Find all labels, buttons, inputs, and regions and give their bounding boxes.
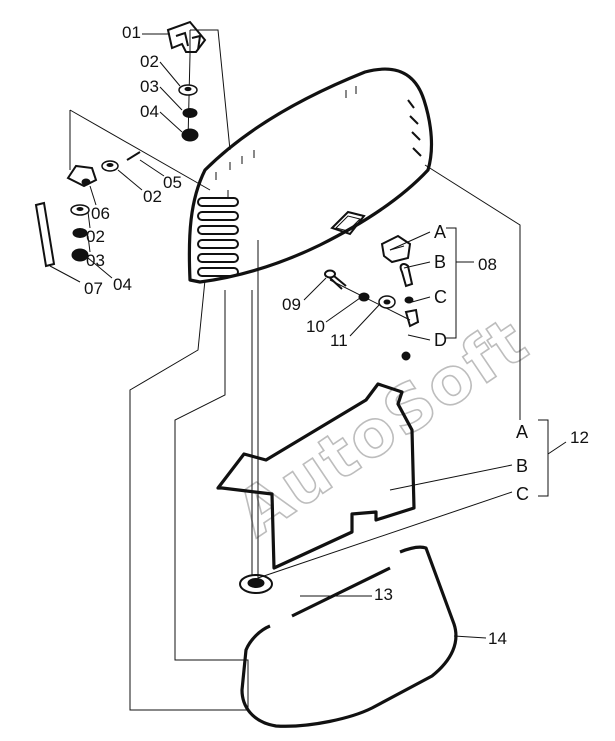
- washer-part-11: [378, 295, 396, 309]
- grommet: [239, 574, 273, 594]
- callout-02-mid: 02: [143, 187, 162, 206]
- callout-leaders: [49, 33, 487, 639]
- washer-part-10: [358, 292, 370, 302]
- callout-06: 06: [91, 204, 110, 223]
- bolt-part-09: [324, 269, 347, 290]
- cover-tabs: [215, 86, 357, 198]
- washer-part-02-low: [70, 204, 90, 216]
- callout-09: 09: [282, 295, 301, 314]
- bracket-group-1: [446, 227, 474, 339]
- inner-panel: [216, 382, 416, 570]
- bracket-group-2: [538, 419, 567, 497]
- callout-08: 08: [478, 255, 497, 274]
- clip-fastener-c: [404, 296, 420, 328]
- washer-part-03-top: [182, 108, 198, 118]
- callout-07: 07: [84, 279, 103, 298]
- callout-03-top: 03: [140, 77, 159, 96]
- bracket-part-01: [166, 20, 207, 53]
- letter-b-1: B: [434, 252, 446, 272]
- callout-02-low: 02: [86, 227, 105, 246]
- letter-d-1: D: [434, 330, 447, 350]
- callout-10: 10: [306, 317, 325, 336]
- washer-part-02-mid: [101, 160, 119, 172]
- assembly-guide-lines: [69, 29, 521, 711]
- strip-part-07: [34, 201, 56, 268]
- handle-recess: [330, 210, 366, 236]
- callout-03-low: 03: [86, 251, 105, 270]
- nut-fastener-d: [401, 351, 411, 361]
- callout-13: 13: [374, 585, 393, 604]
- callout-02-top: 02: [140, 52, 159, 71]
- letters-group-1: A B C D: [434, 222, 447, 350]
- pin-part-05: [126, 151, 141, 161]
- callout-14: 14: [488, 629, 507, 648]
- letter-c-2: C: [516, 484, 529, 504]
- callout-labels: 01 02 03 04 05 02 06 02 03 04 07 08 09 1…: [84, 23, 589, 648]
- main-cover: [187, 67, 434, 284]
- letter-c-1: C: [434, 287, 447, 307]
- seal-strip-part-13: [291, 566, 391, 618]
- letter-a-1: A: [434, 222, 446, 242]
- nut-part-04-top: [181, 128, 199, 142]
- callout-01: 01: [122, 23, 141, 42]
- nut-part-04-low: [71, 248, 89, 262]
- clip-fastener-b: [399, 263, 414, 288]
- washer-part-03-low: [72, 228, 88, 238]
- letters-group-2: A B C: [516, 422, 529, 504]
- hinge-bracket-part-06: [66, 164, 98, 188]
- callout-04-low: 04: [113, 275, 132, 294]
- callout-04-top: 04: [140, 102, 159, 121]
- letter-b-2: B: [516, 456, 528, 476]
- letter-a-2: A: [516, 422, 528, 442]
- gasket-part-14: [240, 545, 458, 728]
- side-louvers: [407, 99, 422, 157]
- vent-slots: [197, 197, 239, 277]
- callout-12: 12: [570, 428, 589, 447]
- callout-11: 11: [330, 331, 348, 350]
- clip-fastener-a: [380, 234, 412, 264]
- washer-part-02-top: [178, 84, 198, 96]
- callout-05: 05: [163, 173, 182, 192]
